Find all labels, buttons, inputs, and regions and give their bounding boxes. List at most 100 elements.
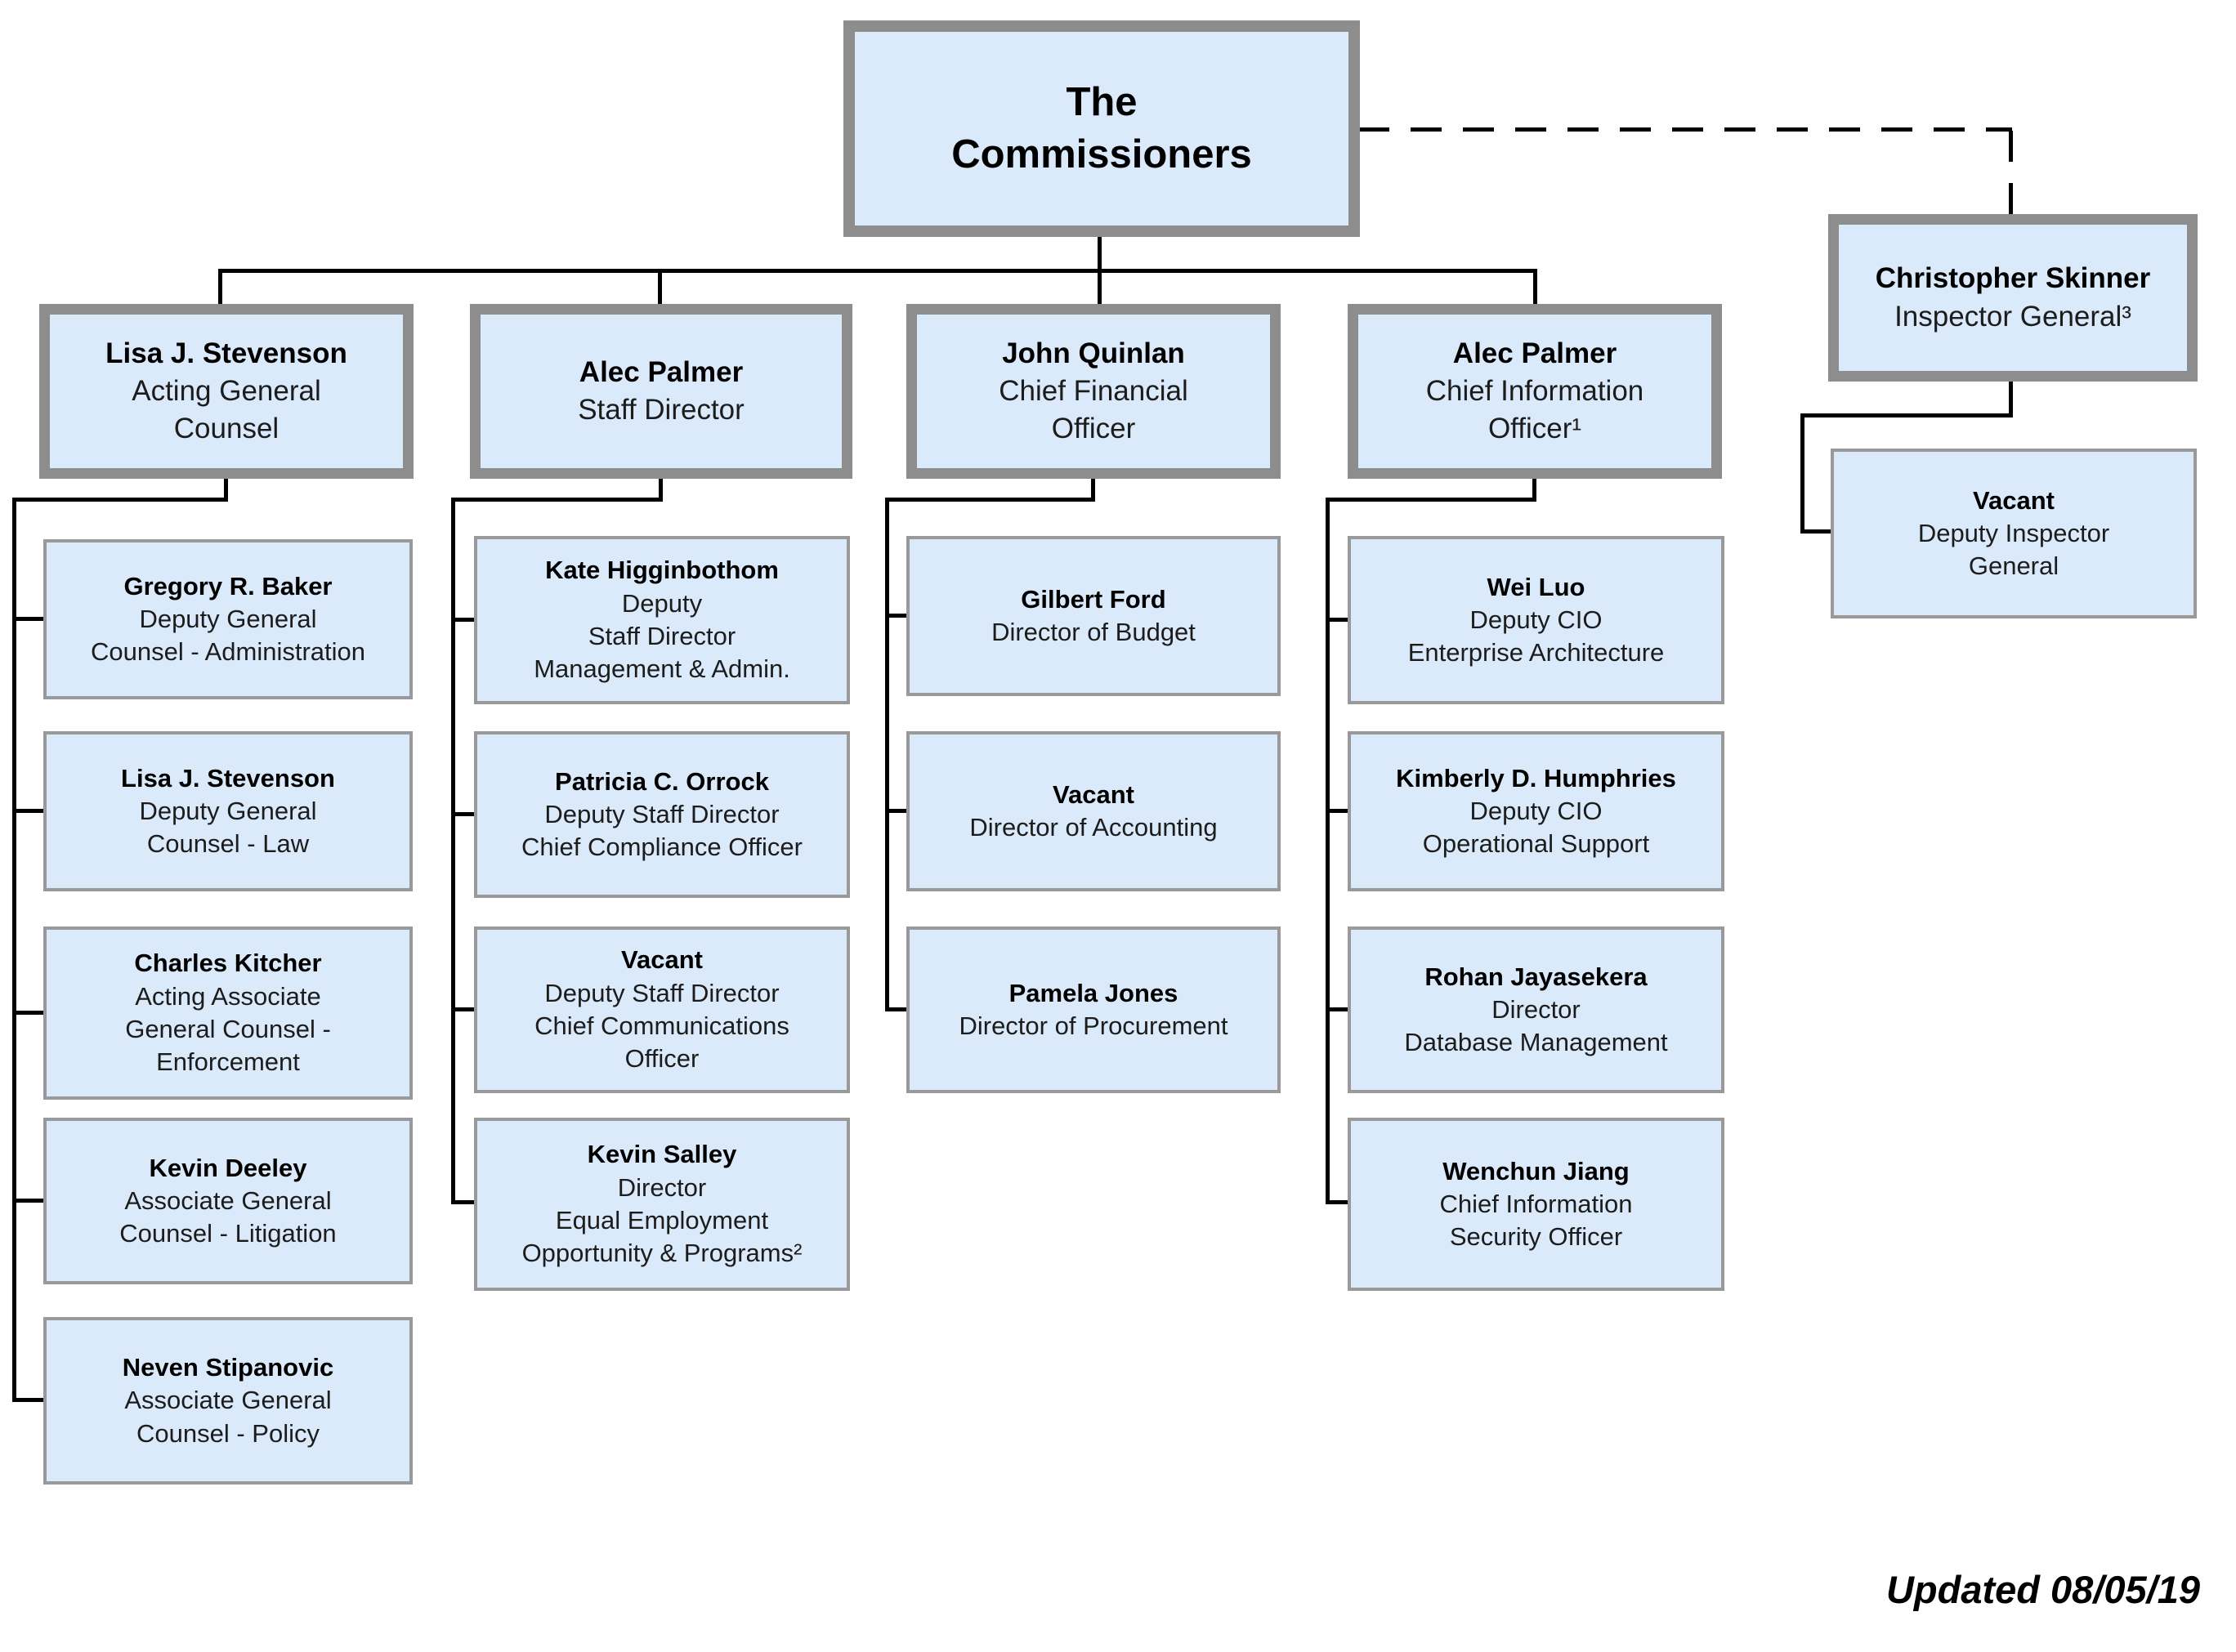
person-name: Charles Kitcher	[134, 949, 322, 978]
connector-col1-child4	[12, 1199, 45, 1203]
person-title: Staff Director	[578, 394, 745, 426]
person-name: Rohan Jayasekera	[1424, 962, 1648, 991]
org-node-inspector-general: Christopher Skinner Inspector General³	[1828, 214, 2198, 382]
org-node-chief-financial-officer: John Quinlan Chief Financial Officer	[906, 304, 1281, 479]
connector-col2-child2	[451, 812, 476, 816]
connector-drop-col1	[218, 269, 222, 306]
connector-col4-child2	[1326, 809, 1349, 813]
connector-ig-down	[1800, 413, 1804, 534]
person-title: Chief Information Officer¹	[1425, 374, 1644, 445]
connector-col1-child2	[12, 809, 45, 813]
org-node-director-of-budget: Gilbert Ford Director of Budget	[906, 536, 1281, 696]
person-name: Alec Palmer	[579, 355, 744, 388]
connector-col2-child4	[451, 1200, 476, 1204]
connector-col1-rail	[12, 498, 16, 1402]
org-node-name: The Commissioners	[951, 79, 1252, 176]
person-name: John Quinlan	[1002, 337, 1185, 369]
person-name: Alec Palmer	[1452, 337, 1617, 369]
person-title: Acting General Counsel	[132, 374, 321, 445]
person-name: Neven Stipanovic	[122, 1353, 334, 1382]
person-name: Pamela Jones	[1008, 978, 1178, 1007]
connector-col2-rail	[451, 498, 455, 1204]
connector-col2-stub	[659, 477, 663, 502]
connector-dashed-horizontal	[1358, 127, 2012, 132]
person-title: Director Database Management	[1404, 994, 1668, 1057]
person-name: Wei Luo	[1487, 572, 1585, 601]
connector-ig-left	[1800, 413, 2013, 417]
org-node-director-of-accounting: Vacant Director of Accounting	[906, 731, 1281, 891]
connector-col4-child4	[1326, 1200, 1349, 1204]
org-node-commissioners: The Commissioners	[843, 20, 1360, 237]
org-node-agc-policy: Neven Stipanovic Associate General Couns…	[43, 1317, 413, 1485]
connector-col3-child2	[885, 809, 908, 813]
org-node-dsd-chief-communications: Vacant Deputy Staff Director Chief Commu…	[474, 926, 850, 1093]
org-node-agc-litigation: Kevin Deeley Associate General Counsel -…	[43, 1118, 413, 1284]
org-node-dsd-chief-compliance: Patricia C. Orrock Deputy Staff Director…	[474, 731, 850, 898]
person-title: Inspector General³	[1894, 300, 2131, 333]
person-title: Director of Accounting	[969, 813, 1218, 842]
connector-col1-child5	[12, 1398, 45, 1402]
org-node-director-database-management: Rohan Jayasekera Director Database Manag…	[1348, 926, 1724, 1093]
person-title: Deputy General Counsel - Administration	[91, 604, 365, 667]
person-name: Kevin Salley	[587, 1140, 737, 1169]
connector-col1-child3	[12, 1011, 45, 1015]
person-title: Deputy Staff Director Chief Compliance O…	[521, 799, 803, 862]
person-title: Deputy CIO Enterprise Architecture	[1407, 605, 1665, 667]
connector-col3-elbow	[885, 498, 1095, 502]
connector-col3-rail	[885, 498, 889, 1011]
connector-col4-stub	[1532, 477, 1536, 502]
org-node-chief-information-officer: Alec Palmer Chief Information Officer¹	[1348, 304, 1722, 479]
person-name: Christopher Skinner	[1875, 262, 2151, 295]
person-title: Associate General Counsel - Litigation	[119, 1185, 337, 1248]
org-node-eeo-programs-director: Kevin Salley Director Equal Employment O…	[474, 1118, 850, 1291]
person-title: Acting Associate General Counsel - Enfor…	[125, 981, 331, 1077]
connector-col4-rail	[1326, 498, 1330, 1204]
person-name: Kimberly D. Humphries	[1396, 763, 1676, 793]
connector-col1-stub	[224, 477, 228, 502]
person-name: Kate Higginbothom	[545, 556, 779, 585]
connector-drop-col2	[658, 269, 662, 306]
updated-date-note: Updated 08/05/19	[1885, 1568, 2200, 1611]
person-name: Gilbert Ford	[1021, 584, 1166, 614]
person-name: Kevin Deeley	[149, 1153, 307, 1182]
org-node-deputy-cio-operational-support: Kimberly D. Humphries Deputy CIO Operati…	[1348, 731, 1724, 891]
org-node-dgc-administration: Gregory R. Baker Deputy General Counsel …	[43, 539, 413, 699]
org-node-deputy-inspector-general: Vacant Deputy Inspector General	[1831, 449, 2197, 618]
person-title: Director of Budget	[991, 618, 1196, 646]
connector-drop-col4	[1533, 269, 1537, 306]
connector-ig-into-deputy	[1800, 529, 1833, 534]
person-name: Lisa J. Stevenson	[105, 337, 347, 369]
person-name: Lisa J. Stevenson	[121, 763, 335, 793]
connector-col4-child3	[1326, 1007, 1349, 1011]
connector-col3-stub	[1091, 477, 1095, 502]
person-name: Patricia C. Orrock	[555, 766, 769, 796]
person-title: Director Equal Employment Opportunity & …	[521, 1172, 803, 1268]
person-name: Vacant	[1973, 485, 2055, 515]
person-title: Deputy CIO Operational Support	[1422, 796, 1650, 859]
connector-col2-elbow	[451, 498, 663, 502]
connector-main-rail	[218, 269, 1537, 273]
person-name: Vacant	[1053, 779, 1134, 809]
person-title: Deputy Staff Director Management & Admin…	[534, 588, 790, 684]
connector-col2-child3	[451, 1007, 476, 1011]
connector-dashed-vertical	[2009, 131, 2013, 214]
connector-ig-drop	[2009, 380, 2013, 417]
person-title: Chief Information Security Officer	[1439, 1189, 1633, 1252]
org-node-dgc-law: Lisa J. Stevenson Deputy General Counsel…	[43, 731, 413, 891]
connector-col3-child1	[885, 614, 908, 618]
person-title: Associate General Counsel - Policy	[124, 1386, 332, 1448]
connector-col1-elbow	[12, 498, 228, 502]
person-name: Gregory R. Baker	[123, 571, 333, 601]
org-node-director-of-procurement: Pamela Jones Director of Procurement	[906, 926, 1281, 1093]
org-node-chief-information-security-officer: Wenchun Jiang Chief Information Security…	[1348, 1118, 1724, 1291]
connector-col1-child1	[12, 617, 45, 621]
org-node-dsd-management-admin: Kate Higginbothom Deputy Staff Director …	[474, 536, 850, 704]
person-title: Deputy Staff Director Chief Communicatio…	[534, 978, 789, 1074]
connector-col2-child1	[451, 618, 476, 622]
person-name: Wenchun Jiang	[1442, 1156, 1630, 1185]
org-node-staff-director: Alec Palmer Staff Director	[470, 304, 852, 479]
org-node-general-counsel: Lisa J. Stevenson Acting General Counsel	[39, 304, 414, 479]
org-node-deputy-cio-enterprise-architecture: Wei Luo Deputy CIO Enterprise Architectu…	[1348, 536, 1724, 704]
connector-col4-child1	[1326, 618, 1349, 622]
